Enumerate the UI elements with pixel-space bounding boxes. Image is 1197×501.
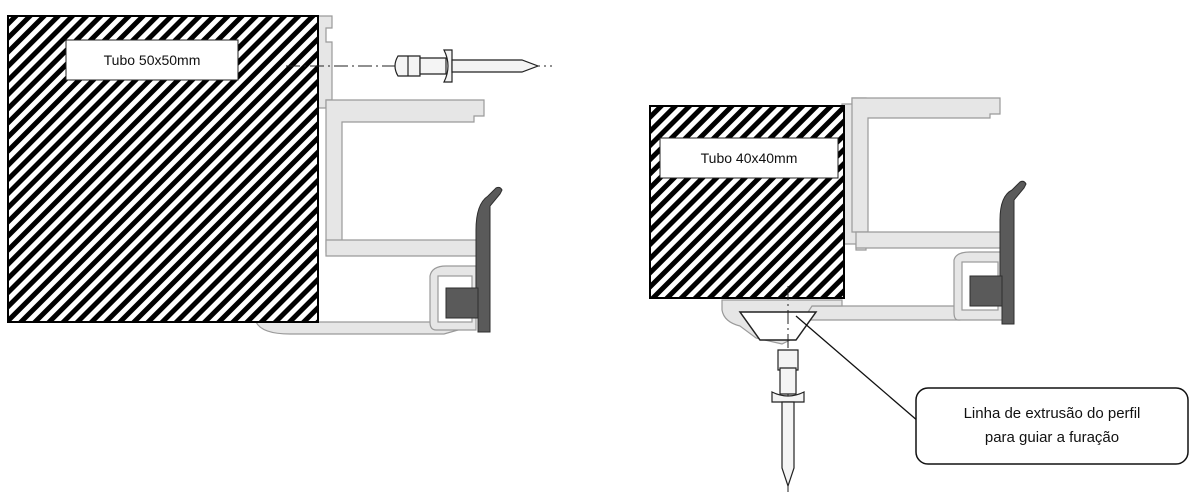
right-tube-label: Tubo 40x40mm	[659, 137, 839, 179]
right-tube-label-text: Tubo 40x40mm	[701, 150, 798, 166]
callout-line-1: Linha de extrusão do perfil	[964, 405, 1141, 422]
right-gasket	[969, 180, 1027, 325]
right-tube-section	[649, 105, 845, 299]
callout-line-2: para guiar a furação	[985, 429, 1119, 446]
right-rivet-icon	[771, 349, 805, 488]
left-gasket	[445, 186, 503, 333]
left-tube-label-text: Tubo 50x50mm	[104, 52, 201, 68]
left-tube-label: Tubo 50x50mm	[65, 39, 239, 81]
callout-box: Linha de extrusão do perfil para guiar a…	[915, 387, 1189, 465]
left-detail: Tubo 50x50mm	[7, 15, 552, 335]
left-rivet-icon	[394, 49, 540, 83]
right-detail: Tubo 40x40mm Linha de extrusão do perfil…	[649, 97, 1189, 496]
extrusion-groove	[738, 311, 818, 341]
right-aluminium-profile	[721, 97, 1005, 345]
